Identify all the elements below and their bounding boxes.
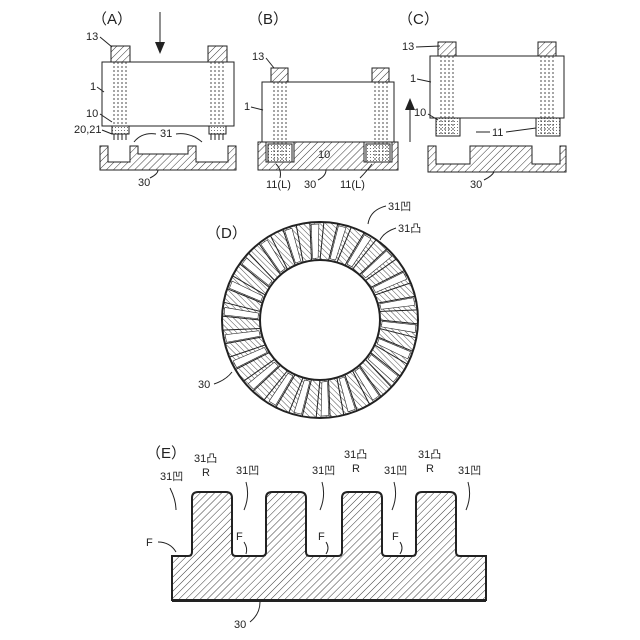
panel-d: （D） 31凹 31凸 30: [198, 201, 421, 418]
label-c-11: 11: [492, 127, 503, 139]
label-e-f-4: F: [392, 531, 399, 543]
panel-c-title: （C）: [398, 11, 439, 28]
electrode-head-b-left: [271, 68, 288, 82]
label-b-1: 1: [244, 101, 250, 113]
mold-base-30: [100, 146, 236, 170]
label-e-concave-1: 31凹: [160, 471, 183, 483]
ring-segment-light: [321, 382, 329, 417]
panel-e: （E） 31凸 R 31凸 R 31凸 R 31凹 31凹 31凹 31凹 31…: [146, 445, 486, 631]
tip-right: [209, 126, 226, 134]
panel-b: （B） 13 1 10 11(L) 30 11(L): [244, 11, 398, 191]
label-c-13: 13: [402, 41, 414, 53]
ring-segment-light: [311, 224, 319, 259]
label-e-convex-2: 31凸: [344, 449, 367, 461]
panel-a: （A） 13 1 10 20,21 31: [74, 11, 236, 189]
label-d-30: 30: [198, 379, 210, 391]
electrode-head-c-left: [438, 42, 456, 56]
panel-b-title: （B）: [248, 11, 288, 28]
label-c-1: 1: [410, 73, 416, 85]
label-e-concave-2: 31凹: [236, 465, 259, 477]
panel-c: （C） 13 1 10 11 30: [398, 11, 566, 191]
label-d-31-convex: 31凸: [398, 223, 421, 235]
label-e-concave-3: 31凹: [312, 465, 335, 477]
label-e-r-2: R: [352, 463, 360, 475]
electrode-head-c-right: [538, 42, 556, 56]
ring-inner: [260, 260, 380, 380]
label-30: 30: [138, 177, 150, 189]
down-arrow-head-icon: [155, 42, 165, 54]
label-b-11l-left: 11(L): [266, 179, 291, 191]
sheet-profile-30: [172, 492, 486, 600]
label-e-concave-4: 31凹: [384, 465, 407, 477]
mold-base-c: [428, 146, 566, 172]
cured-11-left: [436, 118, 460, 136]
electrode-head-left: [111, 46, 130, 62]
label-e-f-3: F: [318, 531, 325, 543]
label-e-r-3: R: [426, 463, 434, 475]
cured-11-right: [536, 118, 560, 136]
label-e-convex-3: 31凸: [418, 449, 441, 461]
label-31: 31: [160, 128, 172, 140]
substrate-block-c: [430, 56, 564, 118]
label-b-13: 13: [252, 51, 264, 63]
label-e-30: 30: [234, 619, 246, 631]
label-b-11l-right: 11(L): [340, 179, 365, 191]
label-e-f-2: F: [236, 531, 243, 543]
label-e-f-1: F: [146, 537, 153, 549]
label-e-concave-5: 31凹: [458, 465, 481, 477]
label-e-r-1: R: [202, 467, 210, 479]
liquid-11-right: [366, 144, 390, 162]
liquid-11-left: [268, 144, 292, 162]
electrode-head-right: [208, 46, 227, 62]
label-b-10: 10: [318, 149, 330, 161]
electrode-head-b-right: [372, 68, 389, 82]
label-e-convex-1: 31凸: [194, 453, 217, 465]
label-d-31-concave: 31凹: [388, 201, 411, 213]
label-10: 10: [86, 108, 98, 120]
label-20-21: 20,21: [74, 124, 102, 136]
label-b-30: 30: [304, 179, 316, 191]
label-13: 13: [86, 31, 98, 43]
panel-d-title: （D）: [206, 225, 247, 242]
panel-e-title: （E）: [146, 445, 186, 462]
panel-a-title: （A）: [92, 11, 132, 28]
label-c-10: 10: [414, 107, 426, 119]
label-1: 1: [90, 81, 96, 93]
label-c-30: 30: [470, 179, 482, 191]
tip-left: [112, 126, 129, 134]
